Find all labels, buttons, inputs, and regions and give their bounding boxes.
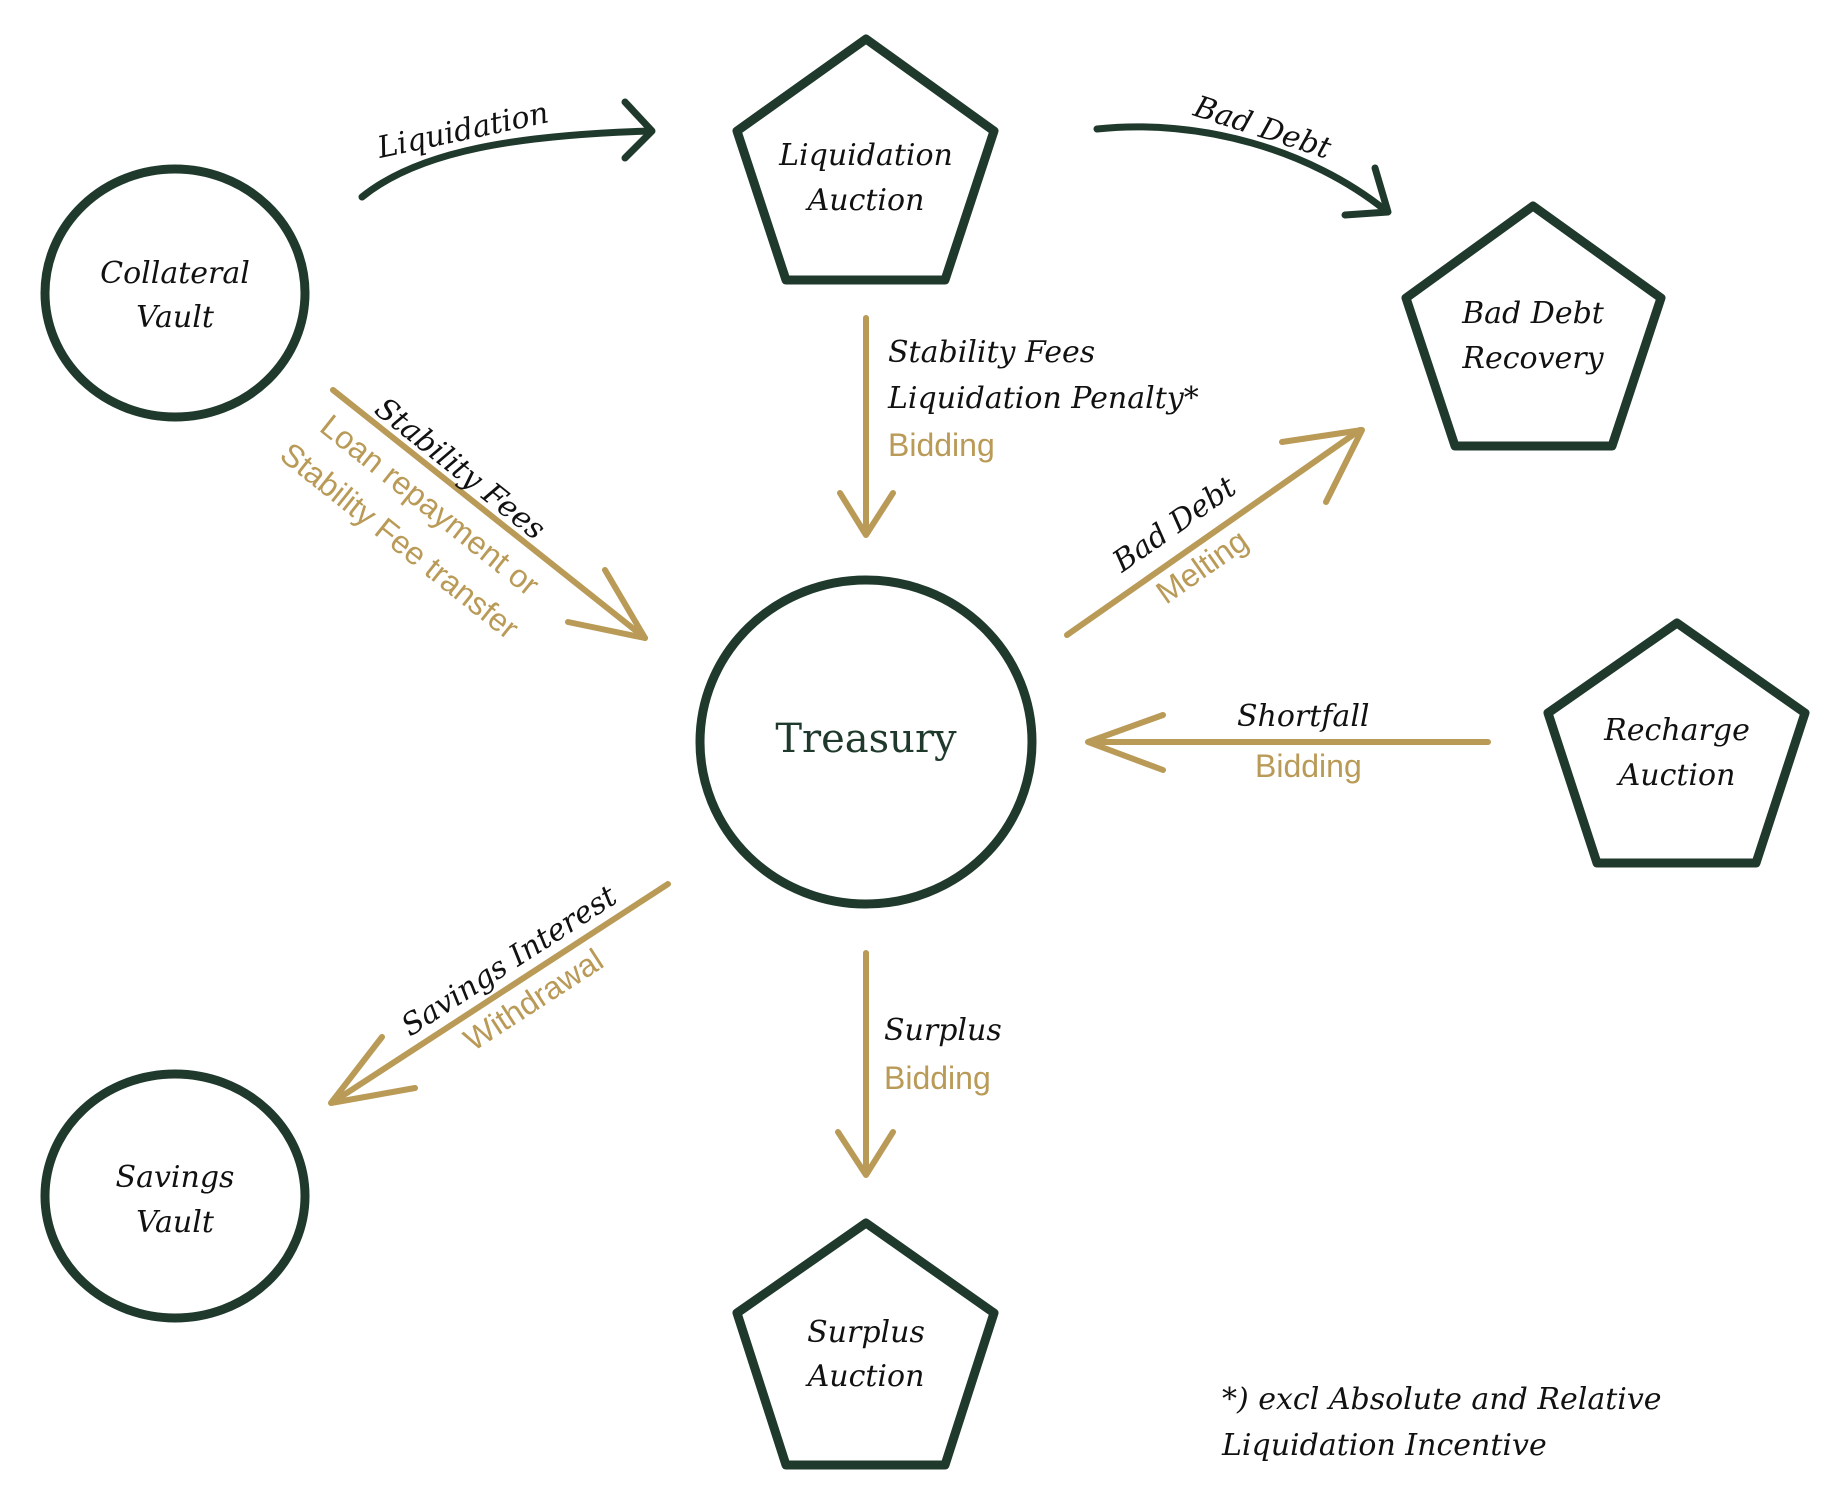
node-surplus-auction: Surplus Auction xyxy=(732,1218,999,1470)
node-bad-debt-recovery-label-line1: Bad Debt xyxy=(1461,296,1605,331)
edge-liquidation-to-bad-debt: Bad Debt xyxy=(1093,89,1392,219)
node-liquidation-auction-label-line1: Liquidation xyxy=(778,138,953,173)
node-savings-vault-label-line2: Vault xyxy=(136,1205,215,1240)
node-liquidation-auction-shape xyxy=(732,34,999,285)
edge-liquidation-to-treasury-label-penalty: Liquidation Penalty* xyxy=(887,381,1199,416)
node-liquidation-auction-label-line2: Auction xyxy=(805,183,925,218)
edge-vault-to-liquidation-line xyxy=(358,127,654,201)
edge-liquidation-to-bad-debt-line xyxy=(1093,123,1389,214)
edge-recharge-to-treasury: Shortfall Bidding xyxy=(1085,699,1491,784)
footnote-line1: *) excl Absolute and Relative xyxy=(1222,1382,1662,1417)
edge-vault-to-treasury: Stability Fees Loan repayment or Stabili… xyxy=(274,387,648,646)
edge-treasury-to-surplus-label-surplus: Surplus xyxy=(884,1013,1002,1048)
node-treasury-label: Treasury xyxy=(775,716,957,762)
edge-vault-to-liquidation-label: Liquidation xyxy=(373,95,551,166)
node-bad-debt-recovery-label-line2: Recovery xyxy=(1461,341,1604,376)
edge-treasury-to-surplus: Surplus Bidding xyxy=(835,950,1002,1178)
edge-liquidation-to-treasury-arrowhead xyxy=(837,490,896,538)
edge-liquidation-to-treasury: Stability Fees Liquidation Penalty* Bidd… xyxy=(837,315,1199,538)
edge-treasury-to-savings-line xyxy=(330,881,671,1105)
node-treasury-shape xyxy=(695,575,1037,909)
node-recharge-auction-label-line1: Recharge xyxy=(1603,713,1750,748)
edge-treasury-to-bad-debt: Bad Debt Melting xyxy=(1064,427,1365,638)
edge-liquidation-to-treasury-label-bidding: Bidding xyxy=(888,427,995,463)
edge-treasury-to-bad-debt-line xyxy=(1064,427,1363,638)
edge-liquidation-to-bad-debt-arrowhead xyxy=(1341,164,1392,219)
node-collateral-vault-label-line2: Vault xyxy=(136,300,215,335)
node-surplus-auction-shape xyxy=(732,1218,999,1470)
edge-treasury-to-savings-arrowhead xyxy=(328,1034,418,1106)
node-savings-vault: Savings Vault xyxy=(40,1069,310,1323)
edge-treasury-to-bad-debt-arrowhead xyxy=(1279,427,1365,505)
node-treasury: Treasury xyxy=(695,575,1037,909)
edge-treasury-to-surplus-label-bidding: Bidding xyxy=(884,1060,991,1096)
node-collateral-vault-shape xyxy=(40,164,310,422)
node-bad-debt-recovery-shape xyxy=(1401,201,1666,451)
node-collateral-vault-label-line1: Collateral xyxy=(100,256,250,291)
edge-vault-to-liquidation: Liquidation xyxy=(358,95,656,201)
node-savings-vault-shape xyxy=(40,1069,310,1323)
node-bad-debt-recovery: Bad Debt Recovery xyxy=(1401,201,1666,451)
node-recharge-auction: Recharge Auction xyxy=(1543,618,1810,868)
edge-recharge-to-treasury-label-bidding: Bidding xyxy=(1255,748,1362,784)
node-recharge-auction-label-line2: Auction xyxy=(1616,758,1736,793)
edge-vault-to-liquidation-arrowhead xyxy=(621,98,656,162)
edge-vault-to-treasury-line xyxy=(330,387,648,641)
node-savings-vault-label-line1: Savings xyxy=(116,1160,235,1195)
node-liquidation-auction: Liquidation Auction xyxy=(732,34,999,285)
node-surplus-auction-label-line2: Auction xyxy=(805,1359,925,1394)
footnote: *) excl Absolute and Relative Liquidatio… xyxy=(1221,1382,1662,1463)
node-surplus-auction-label-line1: Surplus xyxy=(807,1315,925,1350)
edge-treasury-to-surplus-arrowhead xyxy=(835,1129,896,1178)
footnote-line2: Liquidation Incentive xyxy=(1221,1428,1547,1463)
edge-recharge-to-treasury-label-shortfall: Shortfall xyxy=(1237,699,1370,734)
edge-liquidation-to-treasury-label-fees: Stability Fees xyxy=(888,335,1095,370)
edge-vault-to-treasury-arrowhead xyxy=(565,567,648,641)
node-recharge-auction-shape xyxy=(1543,618,1810,868)
edge-liquidation-to-bad-debt-label: Bad Debt xyxy=(1189,89,1336,167)
edge-treasury-to-savings: Savings Interest Withdrawal xyxy=(328,878,671,1106)
node-collateral-vault: Collateral Vault xyxy=(40,164,310,422)
edge-recharge-to-treasury-arrowhead xyxy=(1085,712,1166,773)
